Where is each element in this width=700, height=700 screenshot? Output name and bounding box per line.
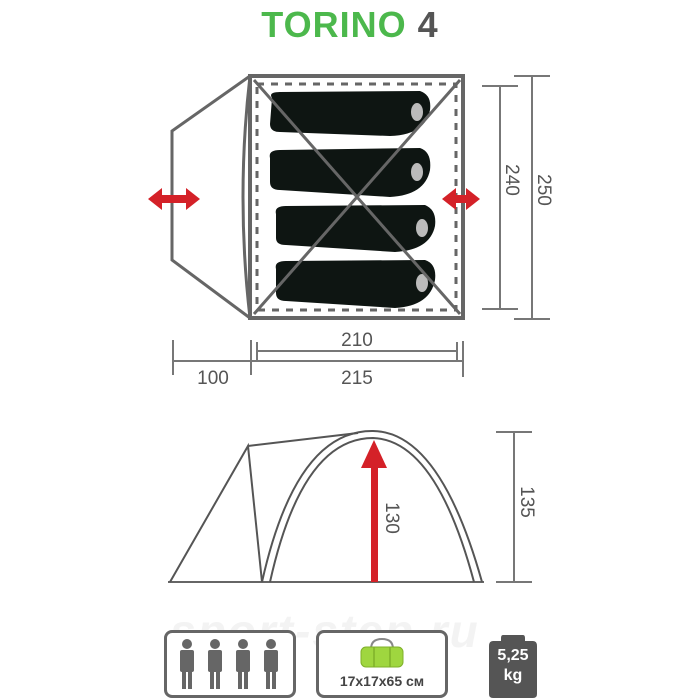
product-number: 4 [417, 4, 439, 45]
person-icon [264, 639, 278, 689]
dimension-inner-width: 240 [482, 85, 522, 310]
weight-badge: 5,25 kg [487, 632, 539, 698]
capacity-box [164, 630, 296, 698]
person-icon [236, 639, 250, 689]
door-curve [241, 75, 252, 319]
persons-icon [180, 639, 278, 689]
sleeping-bag-icon [270, 91, 431, 136]
product-title: TORINO 4 [0, 4, 700, 46]
sleeping-bags [269, 91, 436, 308]
dimension-outer-length: 215 [251, 341, 464, 389]
dimension-outer-height: 135 [496, 431, 537, 583]
carry-bag-icon [360, 637, 404, 668]
weight-value: 5,25 [497, 647, 529, 664]
dimension-vestibule-length: 100 [172, 340, 252, 389]
person-icon [180, 639, 194, 689]
inner-width-label: 240 [501, 164, 522, 196]
plan-view: 240 250 100 210 215 [148, 74, 554, 389]
sleeping-bag-icon [275, 260, 436, 308]
weight-unit: kg [503, 667, 523, 684]
vestibule-side-outline [169, 442, 263, 583]
person-icon [208, 639, 222, 689]
height-arrow-icon [361, 440, 387, 582]
entrance-arrow-right-icon [442, 188, 480, 210]
pack-size-label: 17x17x65 см [339, 673, 425, 689]
inner-height-label: 130 [381, 502, 402, 534]
outer-length-label: 215 [341, 368, 373, 389]
sleeping-bag-icon [275, 205, 436, 252]
outer-width-label: 250 [533, 174, 554, 206]
side-view: 130 135 [168, 429, 537, 583]
vestibule-ridge [247, 432, 359, 447]
inner-length-label: 210 [341, 330, 373, 351]
entrance-arrow-left-icon [148, 188, 200, 210]
weight-icon [489, 635, 537, 698]
dome-inner-arc [269, 436, 475, 583]
outer-height-label: 135 [516, 486, 537, 518]
dimension-outer-width: 250 [514, 75, 554, 320]
vestibule-length-label: 100 [197, 368, 229, 389]
pack-size-box: 17x17x65 см [316, 630, 448, 698]
dimension-inner-length: 210 [256, 330, 458, 360]
dome-outer-arc [261, 429, 483, 583]
pole-diagonal [252, 79, 462, 315]
product-name: TORINO [261, 4, 407, 45]
